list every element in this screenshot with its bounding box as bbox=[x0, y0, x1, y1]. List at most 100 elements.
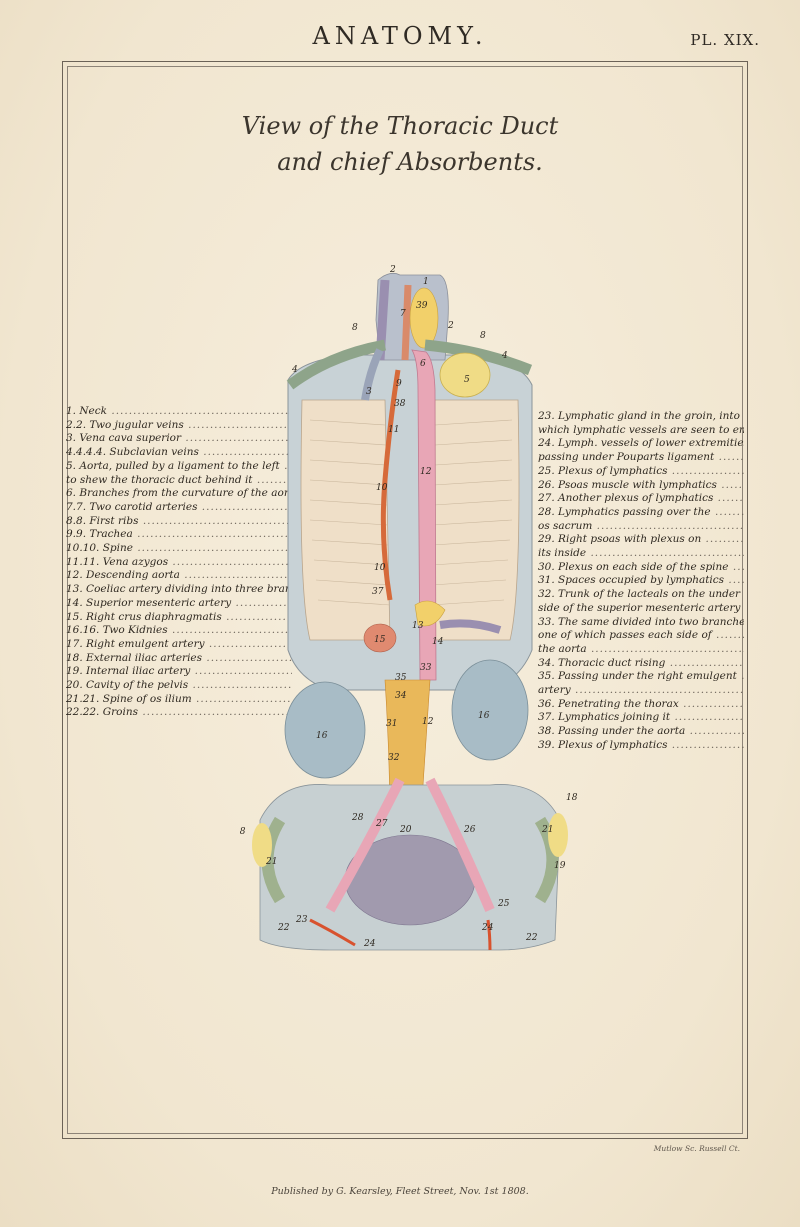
legend-left-item: 18. External iliac arteries ............… bbox=[66, 652, 292, 666]
legend-right-item: 35. Passing under the right emulgent ...… bbox=[538, 670, 744, 684]
legend-left-item-text: 21.21. Spine of os ilium bbox=[66, 692, 192, 705]
label-37: 37 bbox=[372, 587, 384, 597]
coeliac-plexus bbox=[414, 600, 446, 627]
legend-left-item: 10.10. Spine ...........................… bbox=[66, 542, 292, 556]
legend-left: 1. Neck ................................… bbox=[66, 405, 292, 720]
legend-right-item-text: 33. The same divided into two branches bbox=[538, 615, 744, 628]
legend-left-item-text: 16.16. Two Kidnies bbox=[66, 624, 168, 637]
leader-dots: ........................................… bbox=[590, 547, 744, 560]
legend-left-item-text: 10.10. Spine bbox=[66, 542, 133, 555]
plate-title-line-2: and chief Absorbents. bbox=[277, 148, 543, 176]
plate-number: PL. XIX. bbox=[690, 31, 760, 49]
leader-dots: ........................................… bbox=[669, 656, 744, 669]
leader-dots: ........................................… bbox=[142, 706, 292, 719]
legend-left-item-text: 7.7. Two carotid arteries bbox=[66, 500, 198, 513]
legend-left-item: 7.7. Two carotid arteries ..............… bbox=[66, 501, 292, 515]
label-12b: 12 bbox=[422, 717, 434, 727]
legend-right-item: 32. Trunk of the lacteals on the under .… bbox=[538, 588, 744, 602]
legend-left-item-text: 15. Right crus diaphragmatis bbox=[66, 610, 222, 623]
legend-left-item: 2.2. Two jugular veins .................… bbox=[66, 419, 292, 433]
legend-left-item: 9.9. Trachea ...........................… bbox=[66, 528, 292, 542]
legend-left-item-text: 17. Right emulgent artery bbox=[66, 637, 205, 650]
legend-left-item-text: 9.9. Trachea bbox=[66, 528, 133, 541]
legend-left-item: 14. Superior mesenteric artery .........… bbox=[66, 597, 292, 611]
legend-left-item-text: 1. Neck bbox=[66, 405, 108, 417]
left-ribs bbox=[300, 399, 391, 641]
legend-right-item: 27. Another plexus of lymphatics .......… bbox=[538, 492, 744, 506]
leader-dots: ........................................… bbox=[683, 697, 744, 710]
leader-dots: ........................................… bbox=[107, 405, 292, 417]
legend-left-item-text: 13. Coeliac artery dividing into three b… bbox=[66, 583, 292, 596]
legend-left-item: 20. Cavity of the pelvis ...............… bbox=[66, 679, 292, 693]
legend-right-item: 24. Lymph. vessels of lower extremities … bbox=[538, 437, 744, 451]
legend-left-item: 19. Internal iliac artery ..............… bbox=[66, 665, 292, 679]
label-2a: 2 bbox=[389, 265, 396, 275]
leader-dots: ........................................… bbox=[674, 711, 744, 724]
legend-left-item-text: 6. Branches from the curvature of the ao… bbox=[66, 487, 292, 500]
legend-right-item-text: 30. Plexus on each side of the spine bbox=[538, 560, 729, 573]
leader-dots: ........................................… bbox=[689, 725, 744, 738]
label-32: 32 bbox=[388, 753, 400, 763]
label-19: 19 bbox=[554, 861, 566, 871]
legend-left-item: 11.11. Vena azygos .....................… bbox=[66, 556, 292, 570]
label-21b: 21 bbox=[541, 825, 553, 835]
legend-right-item: side of the superior mesenteric artery .… bbox=[538, 602, 744, 616]
legend-right-item-text: 34. Thoracic duct rising bbox=[538, 656, 666, 669]
legend-left-item-text: 11.11. Vena azygos bbox=[66, 555, 169, 568]
leader-dots: ........................................… bbox=[208, 637, 292, 650]
legend-right-item: 34. Thoracic duct rising ...............… bbox=[538, 657, 744, 671]
plate-title-line-1: View of the Thoracic Duct bbox=[241, 112, 559, 140]
legend-right-item-text: artery bbox=[538, 684, 571, 697]
legend-left-item-text: 8.8. First ribs bbox=[66, 514, 139, 527]
label-12: 12 bbox=[420, 467, 432, 477]
legend-right-item: its inside .............................… bbox=[538, 547, 744, 561]
leader-dots: ........................................… bbox=[235, 596, 292, 609]
jugular-right bbox=[401, 284, 412, 361]
iliac-left bbox=[325, 777, 405, 913]
label-25: 25 bbox=[497, 899, 510, 909]
groin-gland-right bbox=[548, 813, 568, 857]
legend-right: 23. Lymphatic gland in the groin, into .… bbox=[538, 410, 744, 753]
legend-left-item: 6. Branches from the curvature of the ao… bbox=[66, 487, 292, 501]
leader-dots: ........................................… bbox=[740, 602, 744, 614]
leader-dots: ........................................… bbox=[718, 451, 744, 464]
legend-left-item: to shew the thoracic duct behind it ....… bbox=[66, 474, 292, 488]
legend-left-item-text: 22.22. Groins bbox=[66, 706, 138, 719]
leader-dots: ........................................… bbox=[194, 665, 292, 678]
descending-aorta bbox=[411, 349, 437, 681]
legend-right-item-text: 39. Plexus of lymphatics bbox=[538, 738, 668, 751]
label-34: 34 bbox=[395, 691, 407, 701]
leader-dots: ........................................… bbox=[172, 624, 292, 637]
anatomical-figure: 1 2 2 39 7 8 8 4 4 3 9 6 5 38 11 12 10 1… bbox=[240, 265, 578, 951]
label-27: 27 bbox=[375, 819, 388, 829]
mesenteric-artery bbox=[439, 619, 502, 634]
legend-left-item-text: to shew the thoracic duct behind it bbox=[66, 473, 253, 486]
label-9: 9 bbox=[396, 379, 402, 389]
leader-dots: ........................................… bbox=[192, 679, 293, 692]
legend-right-item: artery .................................… bbox=[538, 684, 744, 698]
label-8b: 8 bbox=[480, 331, 486, 341]
label-28: 28 bbox=[351, 813, 364, 823]
legend-right-item-text: 32. Trunk of the lacteals on the under bbox=[538, 588, 741, 601]
legend-left-item: 3. Vena cava superior ..................… bbox=[66, 432, 292, 446]
label-33: 33 bbox=[420, 663, 432, 673]
legend-left-item-text: 4.4.4.4. Subclavian veins bbox=[66, 446, 199, 459]
groin-vessels-right bbox=[486, 919, 492, 951]
legend-left-item: 4.4.4.4. Subclavian veins ..............… bbox=[66, 446, 292, 460]
legend-left-item: 8.8. First ribs ........................… bbox=[66, 515, 292, 529]
legend-left-item-text: 5. Aorta, pulled by a ligament to the le… bbox=[66, 459, 280, 472]
legend-right-item-text: 38. Passing under the aorta bbox=[538, 725, 686, 738]
legend-right-item-text: side of the superior mesenteric artery bbox=[538, 601, 741, 614]
legend-right-item-text: 36. Penetrating the thorax bbox=[538, 697, 679, 710]
legend-left-item-text: 3. Vena cava superior bbox=[66, 432, 182, 445]
leader-dots: ........................................… bbox=[172, 555, 292, 568]
leader-dots: ........................................… bbox=[196, 692, 292, 705]
leader-dots: ........................................… bbox=[256, 473, 292, 486]
legend-right-item: 36. Penetrating the thorax .............… bbox=[538, 698, 744, 712]
groin-gland-left bbox=[252, 823, 272, 867]
legend-left-item: 16.16. Two Kidnies .....................… bbox=[66, 624, 292, 638]
legend-left-item: 13. Coeliac artery dividing into three b… bbox=[66, 583, 292, 597]
page-header-title: ANATOMY. bbox=[312, 22, 488, 50]
leader-dots: ........................................… bbox=[188, 418, 292, 431]
leader-dots: ........................................… bbox=[185, 432, 292, 445]
